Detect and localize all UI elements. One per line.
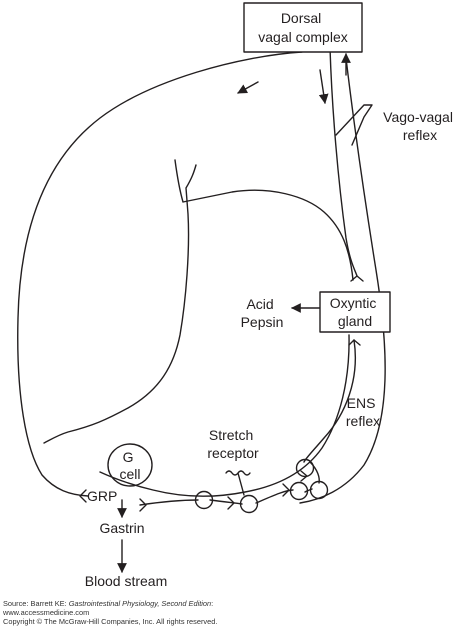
grp-synapse — [79, 489, 87, 503]
ens-plexus-line — [139, 488, 313, 506]
source-prefix: Source: Barrett KE: — [3, 599, 69, 608]
dorsal-vagal-complex-box — [243, 2, 363, 53]
ens-gland-fibre — [303, 339, 356, 463]
ens-synapse-3 — [282, 483, 290, 497]
source-url: www.accessmedicine.com — [3, 608, 90, 617]
ens-gland-synapse — [348, 339, 361, 346]
efferent-synapse-cap — [350, 275, 364, 282]
vagal-efferent-loop — [17, 51, 303, 497]
oxyntic-gland-label: Oxyntic gland — [330, 295, 381, 329]
enteric-neuron-1 — [194, 490, 214, 510]
stomach-inner-wall — [43, 164, 197, 444]
copyright-line: Copyright © The McGraw-Hill Companies, I… — [3, 617, 218, 626]
flow-arrow-left — [237, 81, 259, 94]
oxyntic-gland-box — [319, 291, 391, 333]
g-cell — [107, 443, 153, 487]
ens-reflex-label: ENS reflex — [346, 395, 380, 429]
ens-synapse-2 — [227, 496, 235, 510]
g-cell-label: G cell — [119, 449, 140, 482]
source-suffix: : — [211, 599, 214, 608]
enteric-neuron-2 — [239, 494, 259, 514]
ens-synapse-1 — [139, 498, 147, 512]
source-title: Gastrointestinal Physiology, Second Edit… — [68, 599, 212, 608]
vagal-afferent-fibre — [299, 57, 386, 504]
enteric-neuron-4 — [295, 458, 315, 478]
flow-arrow-down — [318, 69, 329, 104]
vago-vagal-brace — [335, 104, 373, 146]
enteric-neuron-5 — [309, 480, 329, 500]
dorsal-vagal-label: Dorsal vagal complex — [258, 10, 348, 45]
stretch-receptor-label: Stretch receptor — [207, 427, 259, 461]
stomach-greater-curvature — [99, 334, 350, 497]
gastrin-label: Gastrin — [99, 520, 144, 536]
enteric-neuron-3 — [289, 481, 309, 501]
acid-pepsin-label: Acid Pepsin — [241, 296, 284, 330]
grp-label: GRP — [87, 488, 117, 504]
blood-stream-label: Blood stream — [85, 573, 167, 589]
stomach-outer-wall — [174, 159, 354, 281]
vago-vagal-reflex-label: Vago-vagal reflex — [383, 109, 457, 143]
stretch-receptor-ending — [225, 470, 251, 496]
vagal-efferent-fibre — [329, 47, 358, 277]
source-line: Source: Barrett KE: Gastrointestinal Phy… — [3, 599, 213, 608]
